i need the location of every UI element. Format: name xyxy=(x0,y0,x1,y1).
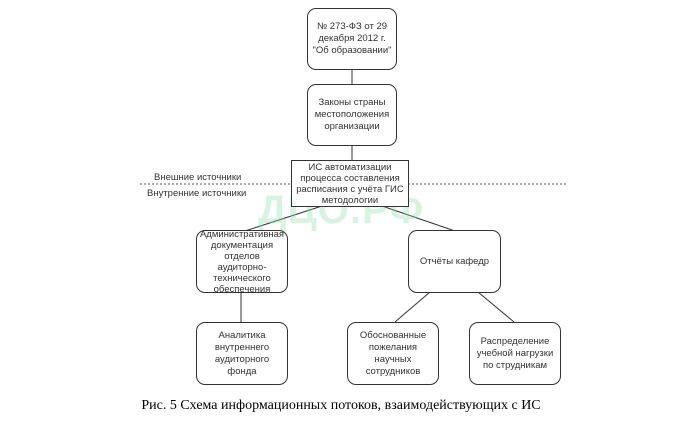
node-law-273: № 273-ФЗ от 29 декабря 2012 г. "Об образ… xyxy=(307,8,397,70)
node-dept-reports: Отчёты кафедр xyxy=(408,230,501,293)
figure-caption: Рис. 5 Схема информационных потоков, вза… xyxy=(141,398,541,413)
edge-reports-wishes xyxy=(394,291,431,323)
node-is-system: ИС автоматизации процесса составления ра… xyxy=(291,160,409,207)
edge-is-reports xyxy=(381,205,456,232)
node-wishes: Обоснованные пожелания научных сотрудник… xyxy=(347,322,439,385)
label-internal-sources: Внутренние источники xyxy=(147,188,247,199)
node-country-laws: Законы страны местоположения организации xyxy=(307,84,397,146)
node-admin-docs: Административная документация отделов ау… xyxy=(196,229,288,295)
edge-reports-load xyxy=(477,291,515,323)
label-external-sources: Внешние источники xyxy=(154,172,242,183)
node-analytics: Аналитика внутреннего аудиторного фонда xyxy=(196,322,288,385)
edge-is-admin xyxy=(244,205,323,232)
node-load-distribution: Распределение учебной нагрузки по струдн… xyxy=(469,322,561,385)
